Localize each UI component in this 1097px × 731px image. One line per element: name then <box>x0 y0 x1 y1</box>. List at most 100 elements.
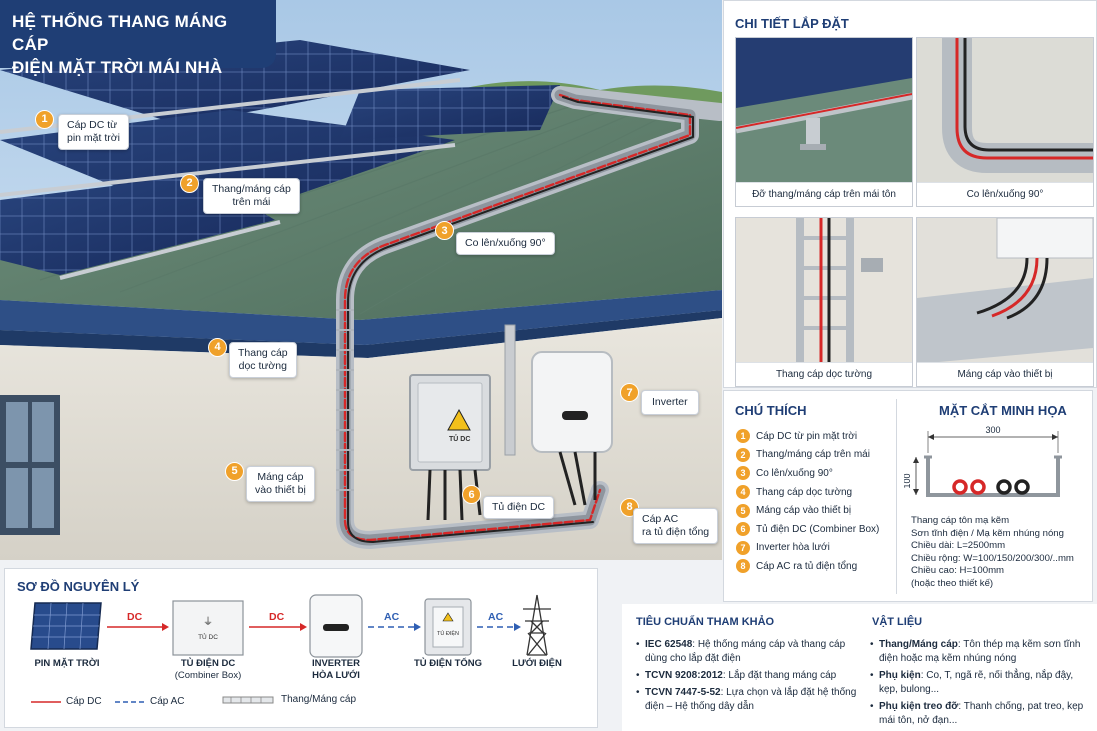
callout-label: Inverter <box>641 390 699 415</box>
callout-label: Thang cáp dọc tường <box>229 342 297 378</box>
callout-label: Tủ điện DC <box>483 496 555 519</box>
details-title: CHI TIẾT LẮP ĐẶT <box>735 16 849 31</box>
legend-item: 6 Tủ điện DC (Combiner Box) <box>736 520 879 539</box>
callout-7: 7 Inverter <box>620 370 699 415</box>
panel-divider <box>896 399 897 594</box>
material-text: : Co, T, ngã rẽ, nối thẳng, nắp đậy, kẹp… <box>879 670 1074 695</box>
node-sub: HÒA LƯỚI <box>312 670 360 681</box>
key-tray-symbol <box>222 696 274 704</box>
callout-label: Cáp DC từ pin mặt trời <box>58 114 129 150</box>
schematic-panel: SƠ ĐỒ NGUYÊN LÝ ⏚ TỦ DC TỦ ĐIỆN <box>4 568 598 728</box>
standard-text: : Hệ thống máng cáp và thang cáp dùng ch… <box>645 639 846 664</box>
legend-number: 4 <box>736 485 750 500</box>
detail-tray-to-device: Máng cáp vào thiết bị <box>916 217 1094 387</box>
detail-bend-90: Co lên/xuống 90° <box>916 37 1094 207</box>
callout-line: Tủ điện DC <box>492 501 546 513</box>
callout-line: Thang cáp <box>238 347 288 359</box>
standards-list: IEC 62548: Hệ thống máng cáp và thang cá… <box>636 638 864 717</box>
main-title-box: HỆ THỐNG THANG MÁNG CÁP ĐIỆN MẶT TRỜI MÁ… <box>0 0 276 77</box>
node-name: PIN MẶT TRỜI <box>34 658 100 669</box>
material-key: Phụ kiện <box>879 670 921 681</box>
legend-number: 2 <box>736 447 750 462</box>
section-width-label: 300 <box>985 425 1000 435</box>
svg-text:⏚: ⏚ <box>203 616 213 628</box>
main-box-icon-label: TỦ ĐIỆN <box>437 629 459 637</box>
legend-text: Co lên/xuống 90° <box>756 467 833 479</box>
callout-label: Co lên/xuống 90° <box>456 232 555 255</box>
node-name: TỦ ĐIỆN TỔNG <box>413 658 483 669</box>
main-title-line1: HỆ THỐNG THANG MÁNG CÁP <box>12 12 228 54</box>
legend-item: 2 Thang/máng cáp trên mái <box>736 446 879 465</box>
dc-link-2-arrow <box>300 623 307 631</box>
node-label-inverter: INVERTER HÒA LƯỚI <box>296 658 376 682</box>
detail-bend-90-image <box>917 38 1093 184</box>
callout-line: vào thiết bị <box>255 484 306 496</box>
dc-link-1-arrow <box>162 623 169 631</box>
detail-roof-support: Đỡ thang/máng cáp trên mái tôn <box>735 37 913 207</box>
main-title-line2: ĐIỆN MẶT TRỜI MÁI NHÀ <box>12 58 223 77</box>
callout-number: 6 <box>462 485 481 504</box>
node-name: INVERTER <box>311 658 361 669</box>
legend-text: Tủ điện DC (Combiner Box) <box>756 523 880 535</box>
callout-line: Thang/máng cáp <box>212 183 291 195</box>
callout-line: pin mặt trời <box>67 132 120 144</box>
legend-text: Thang/máng cáp trên mái <box>756 449 870 461</box>
section-note: (hoặc theo thiết kế) <box>911 577 994 589</box>
callout-8: 8 Cáp AC ra tủ điện tổng <box>620 470 719 544</box>
legend-number: 1 <box>736 429 750 444</box>
node-label-solar: PIN MẶT TRỜI <box>17 658 117 670</box>
standards-title: TIÊU CHUẨN THAM KHẢO <box>636 616 775 628</box>
callout-3: 3 Co lên/xuống 90° <box>435 206 555 255</box>
schematic-title: SƠ ĐỒ NGUYÊN LÝ <box>17 579 140 594</box>
detail-wall-ladder: Thang cáp dọc tường <box>735 217 913 387</box>
material-item: Phụ kiện treo đỡ: Thanh chống, pat treo,… <box>870 700 1092 728</box>
legend-number: 5 <box>736 503 750 518</box>
standard-item: IEC 62548: Hệ thống máng cáp và thang cá… <box>636 638 864 666</box>
main-panel-icon: TỦ ĐIỆN <box>424 598 472 656</box>
detail-caption: Máng cáp vào thiết bị <box>917 362 1093 386</box>
materials-list: Thang/Máng cáp: Tôn thép mạ kẽm sơn tĩnh… <box>870 638 1092 731</box>
section-note: Chiều rộng: W=100/150/200/300/..mm <box>911 552 1074 564</box>
installation-details-panel: CHI TIẾT LẮP ĐẶT Đỡ thang/máng cáp trên … <box>723 0 1097 388</box>
dc-box-label: TỦ DC <box>449 436 471 443</box>
callout-label: Máng cáp vào thiết bị <box>246 466 315 502</box>
section-note: Chiều cao: H=100mm <box>911 565 1005 577</box>
section-note: Thang cáp tôn mạ kẽm <box>911 515 1010 526</box>
callout-line: Cáp DC từ <box>67 119 118 131</box>
material-key: Phụ kiện treo đỡ <box>879 701 959 712</box>
node-label-dc-box: TỦ ĐIỆN DC (Combiner Box) <box>158 658 258 682</box>
standard-code: TCVN 9208:2012 <box>645 670 723 681</box>
legend-number: 7 <box>736 540 750 555</box>
section-note: Sơn tĩnh điện / Mạ kẽm nhúng nóng <box>911 527 1064 539</box>
legend-number: 3 <box>736 466 750 481</box>
legend-item: 3 Co lên/xuống 90° <box>736 464 879 483</box>
callout-number: 7 <box>620 383 639 402</box>
callout-line: Máng cáp <box>257 471 304 483</box>
detail-caption: Đỡ thang/máng cáp trên mái tôn <box>736 182 912 206</box>
node-label-grid: LƯỚI ĐIỆN <box>507 658 567 670</box>
detail-caption: Co lên/xuống 90° <box>917 182 1093 206</box>
material-text: : Tôn thép mạ kẽm sơn tĩnh điện hoặc mạ … <box>879 639 1081 664</box>
callout-line: ra tủ điện tổng <box>642 526 710 538</box>
section-notes: Thang cáp tôn mạ kẽm Sơn tĩnh điện / Mạ … <box>911 515 1074 591</box>
node-name: LƯỚI ĐIỆN <box>512 658 562 669</box>
node-label-main-panel: TỦ ĐIỆN TỔNG <box>403 658 493 670</box>
callout-1: 1 Cáp DC từ pin mặt trời <box>35 88 129 150</box>
ac-link-2-arrow <box>514 623 521 631</box>
standard-item: TCVN 7447-5-52: Lựa chọn và lắp đặt hệ t… <box>636 686 864 714</box>
ac-link-1-arrow <box>414 623 421 631</box>
section-note: Chiều dài: L=2500mm <box>911 540 1006 552</box>
callout-line: Cáp AC <box>642 513 679 525</box>
dc-combiner-box-icon: ⏚ TỦ DC <box>172 600 244 656</box>
material-key: Thang/Máng cáp <box>879 639 958 650</box>
legend-number: 6 <box>736 522 750 537</box>
grid-tower-icon <box>523 594 551 656</box>
legend-title: CHÚ THÍCH <box>735 403 807 418</box>
callout-4: 4 Thang cáp dọc tường <box>208 316 297 378</box>
legend-text: Thang cáp dọc tường <box>756 486 853 498</box>
